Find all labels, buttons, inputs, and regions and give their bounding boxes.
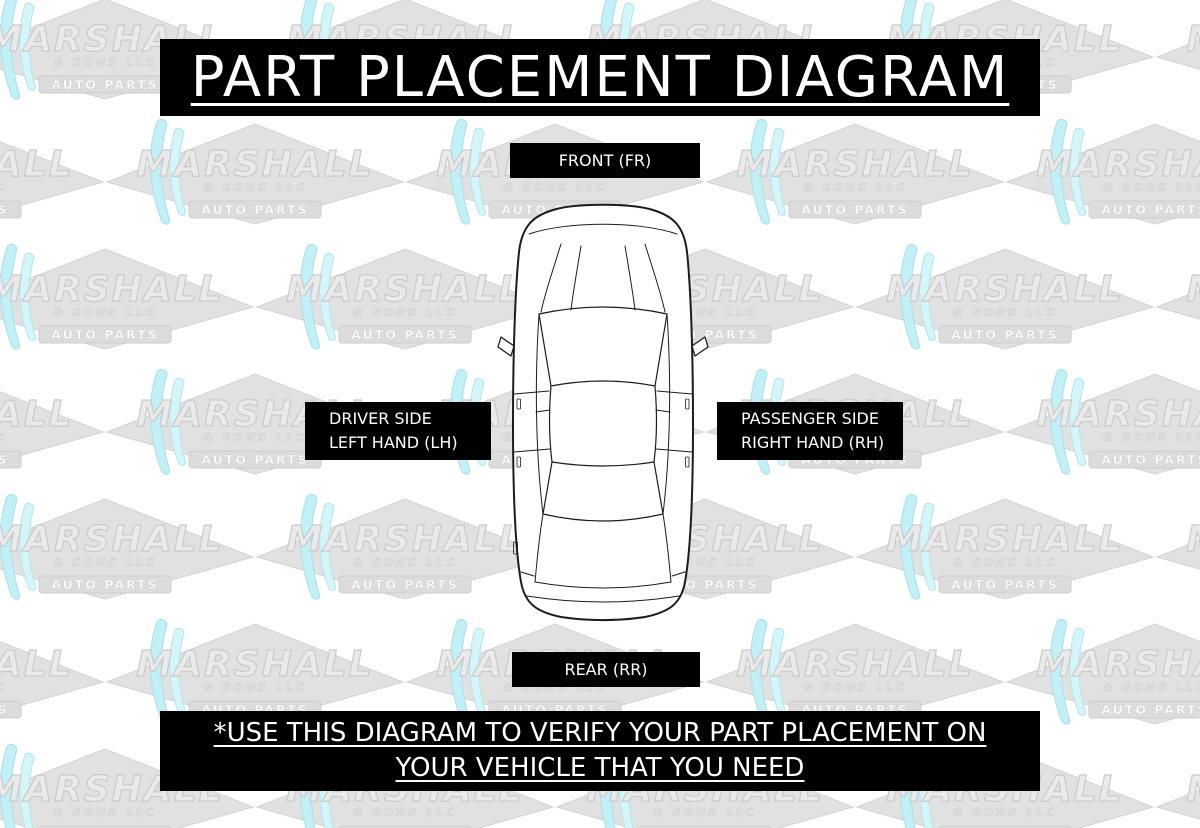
- footer-note-line2: YOUR VEHICLE THAT YOU NEED: [395, 753, 805, 783]
- car-right-mirror: [691, 336, 709, 357]
- car-fuel-door: [513, 541, 518, 555]
- driver-side-label-line1: DRIVER SIDE: [329, 409, 432, 428]
- footer-note-line1: *USE THIS DIAGRAM TO VERIFY YOUR PART PL…: [213, 717, 987, 748]
- passenger-side-label-line1: PASSENGER SIDE: [741, 409, 879, 428]
- car-body-outline: [512, 203, 694, 621]
- passenger-side-label-line2: RIGHT HAND (RH): [741, 433, 885, 452]
- front-label: FRONT (FR): [510, 143, 700, 178]
- footer-note: *USE THIS DIAGRAM TO VERIFY YOUR PART PL…: [160, 711, 1040, 791]
- rear-label-text: REAR (RR): [564, 660, 648, 679]
- front-label-text: FRONT (FR): [558, 151, 652, 170]
- car-top-view-diagram: [497, 203, 709, 621]
- rear-label: REAR (RR): [512, 652, 700, 687]
- car-windshield: [538, 306, 668, 387]
- title-bar: PART PLACEMENT DIAGRAM: [160, 39, 1040, 116]
- car-left-mirror: [497, 336, 515, 357]
- page-title: PART PLACEMENT DIAGRAM: [190, 45, 1010, 110]
- passenger-side-label: PASSENGER SIDE RIGHT HAND (RH): [717, 402, 903, 460]
- driver-side-label-line2: LEFT HAND (LH): [329, 433, 458, 452]
- driver-side-label: DRIVER SIDE LEFT HAND (LH): [305, 402, 491, 460]
